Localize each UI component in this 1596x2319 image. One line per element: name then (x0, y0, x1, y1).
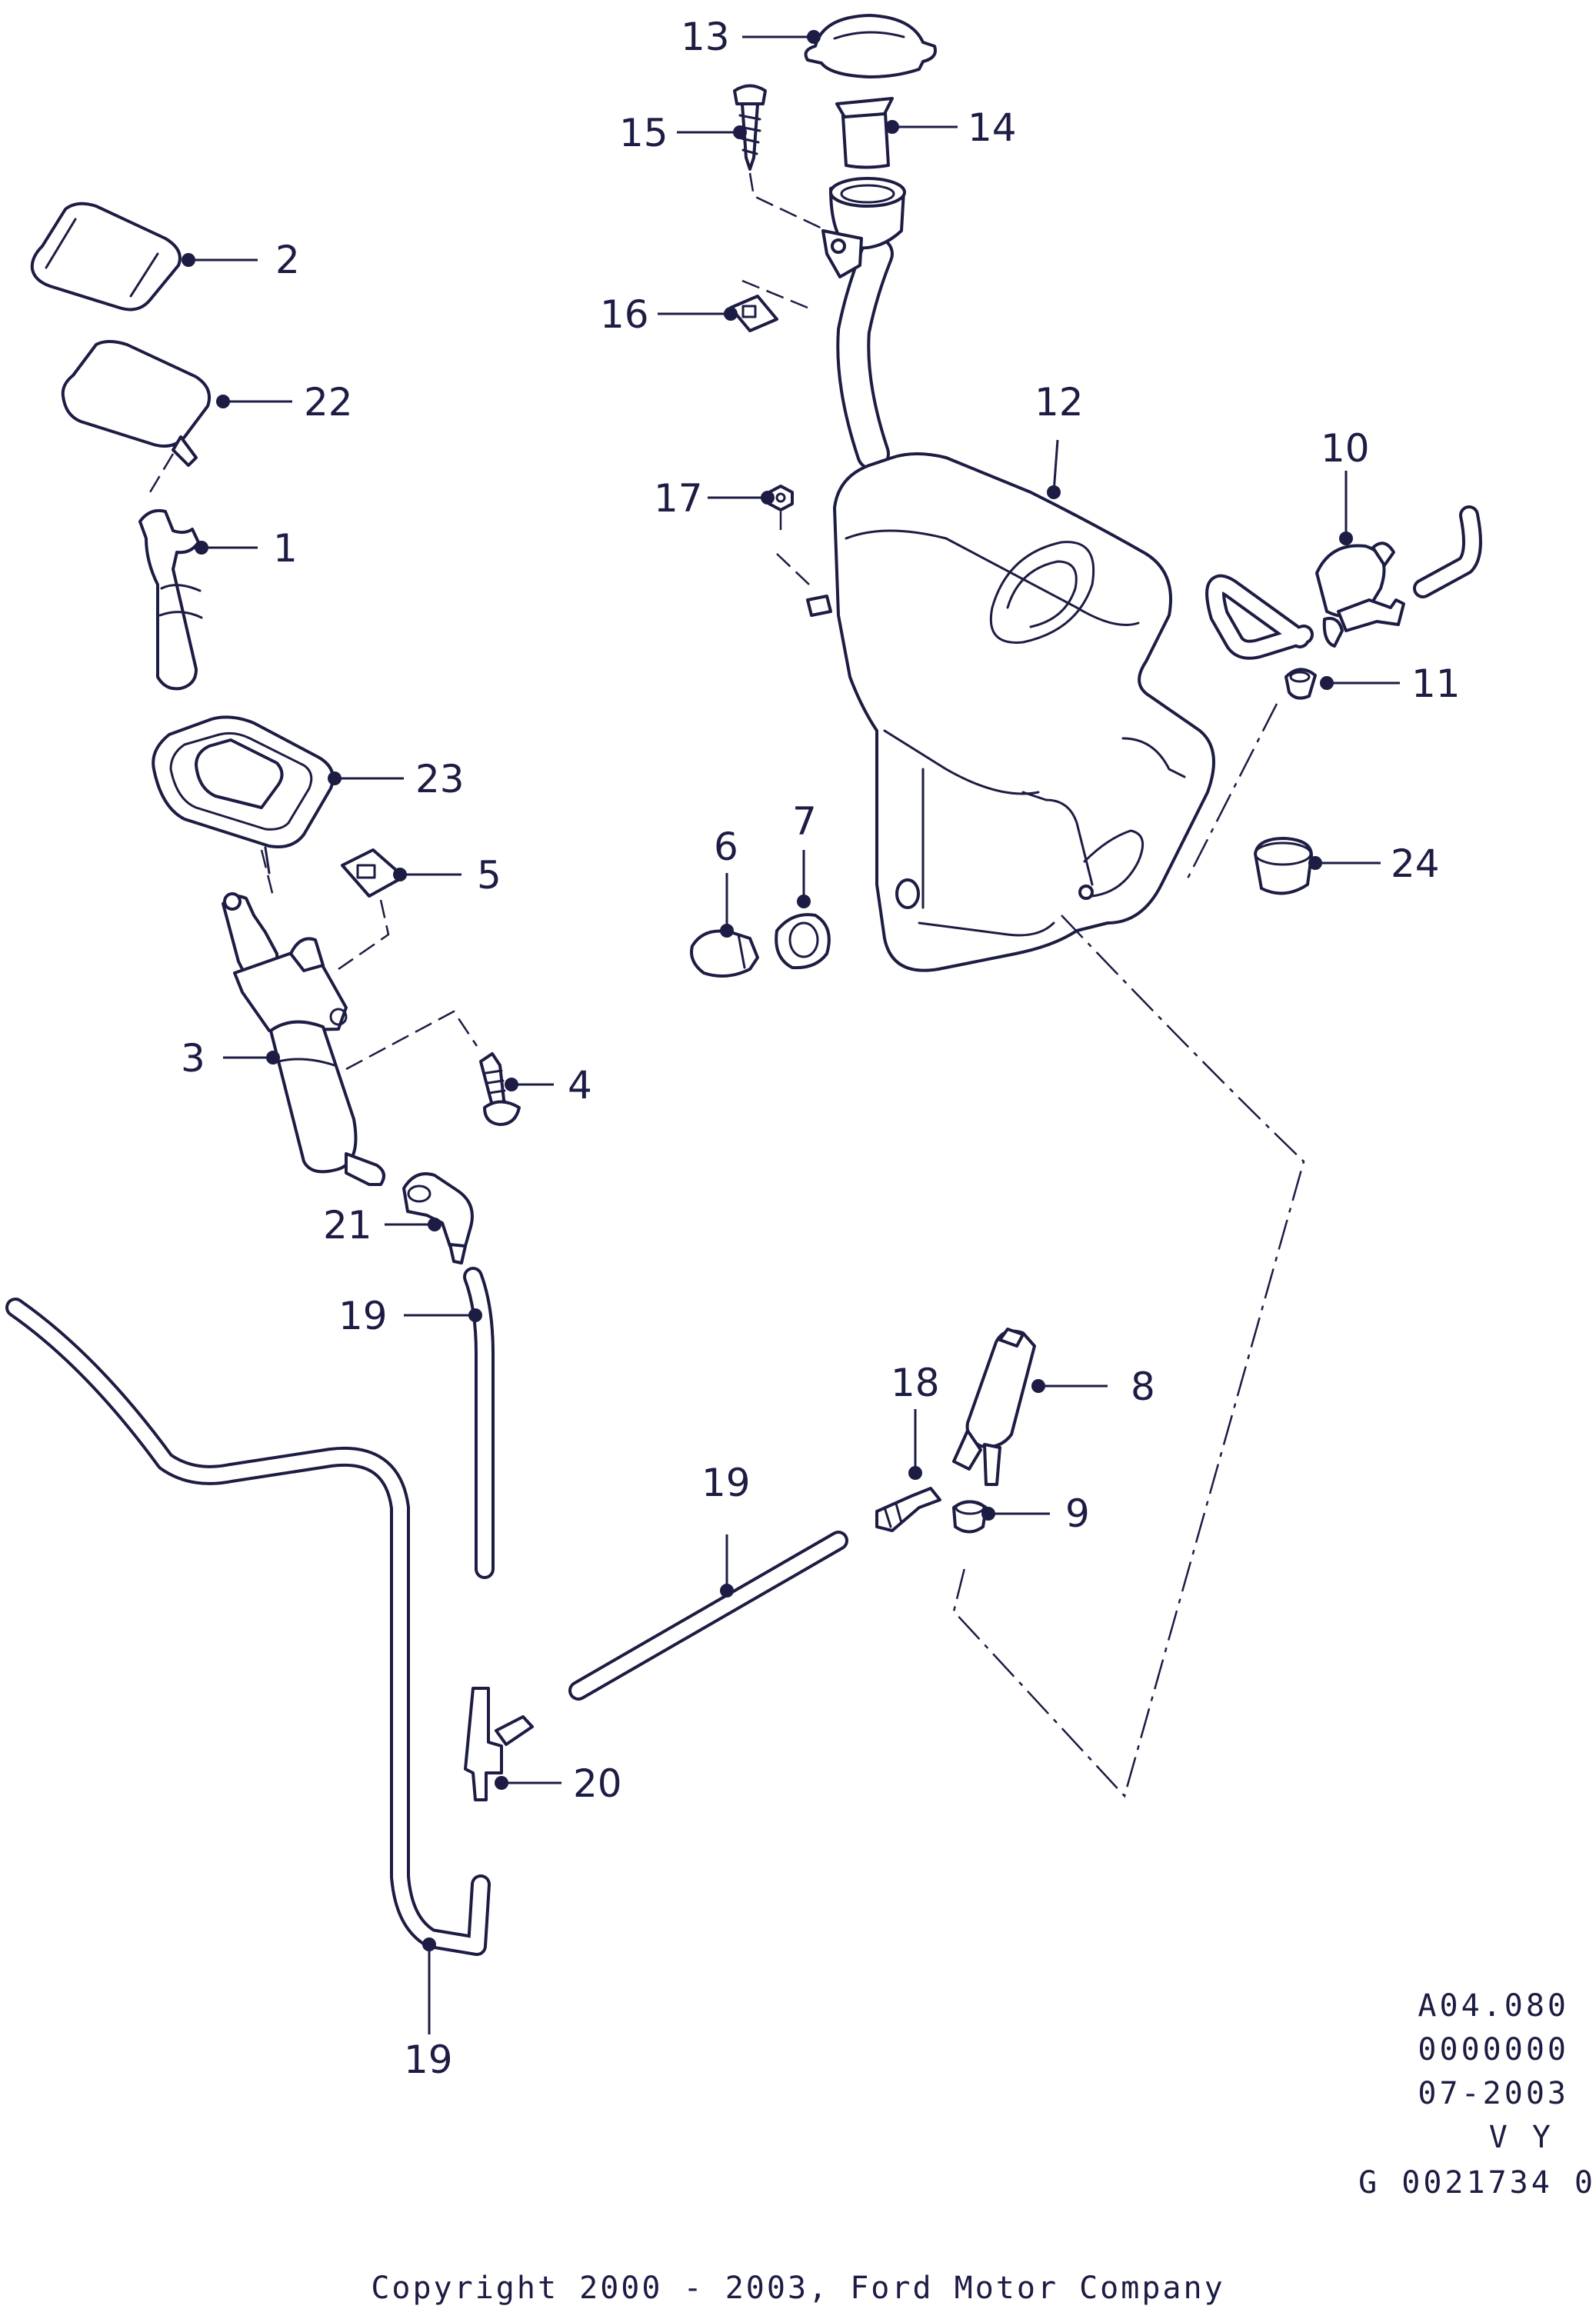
svg-text:16: 16 (600, 292, 649, 337)
screw-4 (479, 1052, 521, 1126)
reference-drawing-id: G 0021734 0 (1358, 2165, 1596, 2201)
svg-text:24: 24 (1391, 841, 1440, 886)
seal-23 (152, 715, 335, 875)
callout-19-lower: 19 (404, 1937, 453, 2082)
svg-text:3: 3 (181, 1036, 205, 1081)
elbow-21 (402, 1172, 474, 1264)
svg-text:23: 23 (415, 757, 465, 801)
jet-1 (138, 508, 203, 691)
callout-15: 15 (619, 111, 747, 155)
grommet-7 (775, 913, 831, 970)
filler-cap (804, 14, 937, 78)
svg-text:15: 15 (619, 111, 668, 155)
svg-text:21: 21 (323, 1203, 372, 1248)
reference-number: 0000000 (1418, 2032, 1569, 2067)
svg-text:1: 1 (273, 526, 298, 571)
reference-code: A04.080 (1418, 1988, 1569, 2024)
callout-18: 18 (891, 1361, 940, 1480)
assembly-guides (148, 172, 1305, 1798)
washer-reservoir (806, 452, 1215, 972)
svg-text:8: 8 (1131, 1364, 1155, 1409)
svg-text:19: 19 (404, 2037, 453, 2082)
svg-text:6: 6 (714, 825, 738, 869)
filler-neck (836, 237, 894, 471)
pump-8 (952, 1328, 1036, 1486)
grommet-6 (690, 929, 759, 978)
callout-12: 12 (1035, 380, 1084, 499)
callout-20: 20 (495, 1761, 622, 1806)
svg-text:17: 17 (654, 476, 703, 521)
svg-text:18: 18 (891, 1361, 940, 1405)
callout-6: 6 (714, 825, 738, 938)
callout-1: 1 (195, 526, 298, 571)
svg-text:20: 20 (573, 1761, 622, 1806)
callout-14: 14 (885, 105, 1017, 150)
callout-10: 10 (1321, 426, 1370, 545)
reference-date: 07-2003 (1418, 2076, 1569, 2111)
svg-text:9: 9 (1065, 1491, 1090, 1536)
callout-2: 2 (182, 238, 300, 282)
svg-text:14: 14 (968, 105, 1017, 150)
svg-text:2: 2 (275, 238, 300, 282)
svg-text:12: 12 (1035, 380, 1084, 425)
connector-18 (875, 1487, 941, 1532)
svg-text:4: 4 (568, 1063, 592, 1108)
plug-24 (1254, 837, 1313, 895)
callout-11: 11 (1320, 661, 1461, 706)
filler-funnel (821, 177, 906, 278)
svg-text:19: 19 (338, 1294, 388, 1338)
cover-2 (30, 202, 182, 312)
callout-5: 5 (393, 853, 501, 898)
svg-text:7: 7 (792, 799, 817, 844)
hose-19-long (5, 1298, 491, 1956)
hose-10-right (1413, 505, 1482, 598)
hose-10-left (1205, 574, 1314, 660)
hose-19-diagonal (568, 1531, 848, 1701)
callout-19-upper: 19 (338, 1294, 482, 1338)
callout-21: 21 (323, 1203, 441, 1248)
grommet-11 (1284, 668, 1317, 700)
grommet-9 (952, 1500, 988, 1534)
callout-17: 17 (654, 476, 775, 521)
cover-22 (61, 340, 212, 467)
jet-motor-3 (222, 892, 385, 1186)
tee-20 (464, 1687, 534, 1801)
callout-23: 23 (328, 757, 465, 801)
callout-24: 24 (1308, 841, 1440, 886)
svg-text:11: 11 (1411, 661, 1461, 706)
callout-7: 7 (792, 799, 817, 908)
clip-16 (729, 295, 778, 332)
svg-text:5: 5 (477, 853, 501, 898)
callout-9: 9 (981, 1491, 1090, 1536)
svg-text:22: 22 (304, 380, 353, 425)
callout-8: 8 (1031, 1364, 1155, 1409)
screw-15 (733, 84, 767, 171)
callout-4: 4 (505, 1063, 592, 1108)
callout-3: 3 (181, 1036, 280, 1081)
callout-22: 22 (216, 380, 353, 425)
callout-16: 16 (600, 292, 738, 337)
callout-13: 13 (681, 15, 821, 59)
svg-text:10: 10 (1321, 426, 1370, 471)
svg-text:19: 19 (701, 1461, 751, 1505)
svg-text:13: 13 (681, 15, 730, 59)
reference-model: V Y (1488, 2120, 1554, 2155)
copyright-footer: Copyright 2000 - 2003, Ford Motor Compan… (371, 2271, 1225, 2306)
pump-10 (1315, 541, 1405, 648)
callout-19-middle: 19 (701, 1461, 751, 1598)
filler-neck-adapter (835, 97, 894, 169)
